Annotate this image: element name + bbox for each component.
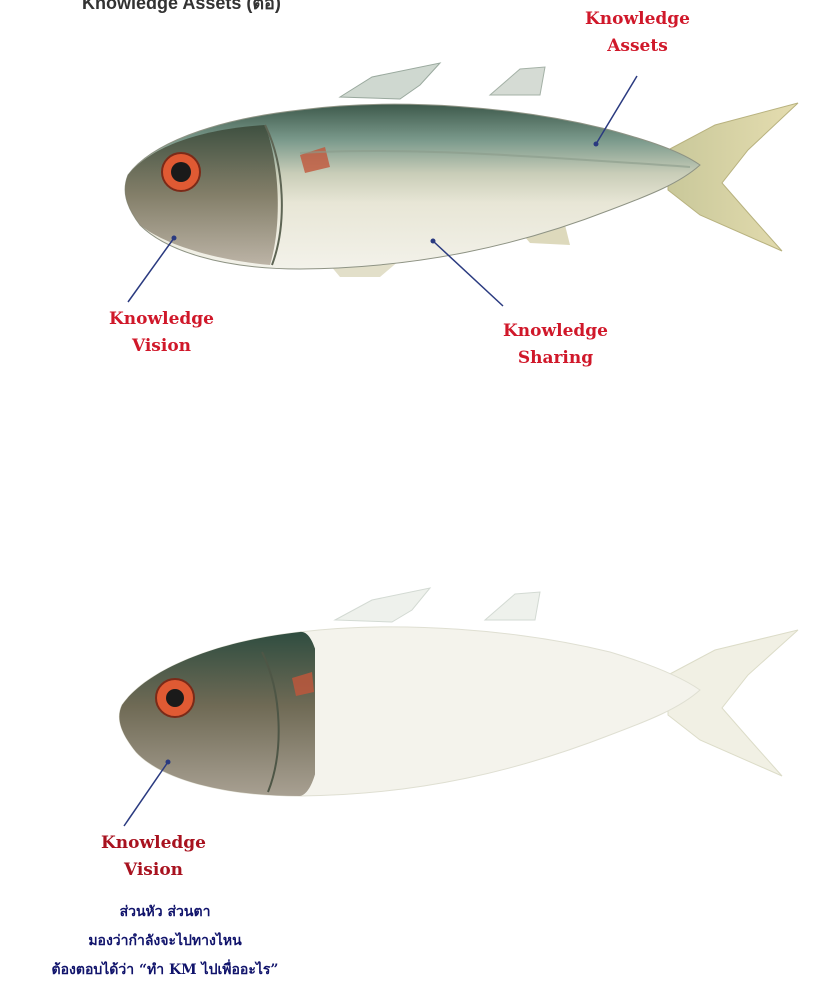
fish-head	[125, 125, 278, 265]
fish-head	[119, 632, 322, 796]
tail-fin	[668, 630, 798, 776]
label-knowledge-vision-top: Knowledge Vision	[94, 306, 229, 360]
description-line-3: ต้องตอบได้ว่า “ทำ KM ไปเพื่ออะไร”	[0, 956, 330, 985]
page-title: Knowledge Assets (ต่อ)	[82, 0, 281, 17]
second-dorsal-fin	[490, 67, 545, 95]
tail-fin	[668, 103, 798, 251]
description-line-1: ส่วนหัว ส่วนตา	[0, 898, 330, 927]
fish-eye-pupil	[171, 162, 191, 182]
vision-description: ส่วนหัว ส่วนตา มองว่ากำลังจะไปทางไหน ต้อ…	[0, 898, 330, 985]
fish-eye-pupil	[166, 689, 184, 707]
label-knowledge-vision-bottom: Knowledge Vision	[86, 830, 221, 884]
description-line-2: มองว่ากำลังจะไปทางไหน	[0, 927, 330, 956]
label-knowledge-assets: Knowledge Assets	[570, 6, 705, 60]
dorsal-fin	[340, 63, 440, 99]
label-knowledge-sharing: Knowledge Sharing	[488, 318, 623, 372]
dorsal-fin	[335, 588, 430, 622]
second-dorsal-fin	[485, 592, 540, 620]
